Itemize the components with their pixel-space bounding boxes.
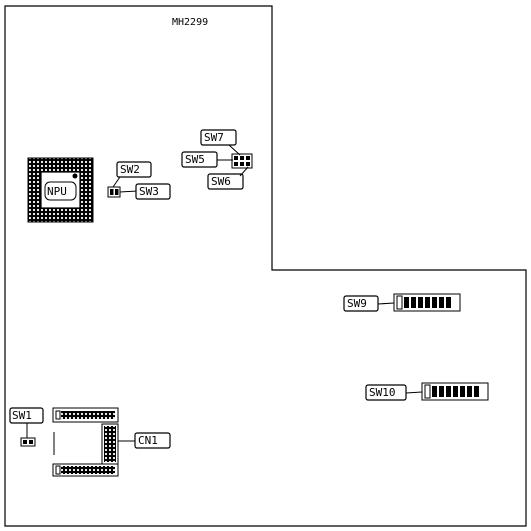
label-sw5: SW5 — [181, 151, 218, 168]
leader-sw10 — [405, 391, 423, 394]
label-sw1-text: SW1 — [12, 409, 32, 422]
label-cn1: CN1 — [134, 432, 171, 449]
board-outline — [4, 5, 527, 527]
npu-chip: NPU — [27, 157, 94, 223]
connector-bottom-strip — [52, 463, 119, 477]
label-sw1: SW1 — [9, 407, 44, 424]
npu-label: NPU — [47, 185, 67, 198]
label-sw2: SW2 — [116, 161, 152, 178]
jumper-sw2-sw3 — [107, 186, 121, 198]
leader-sw3 — [119, 190, 138, 193]
label-sw5-text: SW5 — [185, 153, 205, 166]
label-sw6-text: SW6 — [211, 175, 231, 188]
board-model-title: MH2299 — [172, 17, 208, 28]
label-sw3-text: SW3 — [139, 185, 159, 198]
leader-sw7 — [228, 144, 241, 156]
connector-cn1 — [101, 423, 119, 465]
label-sw9-text: SW9 — [347, 297, 367, 310]
label-sw7-text: SW7 — [204, 131, 224, 144]
label-cn1-text: CN1 — [138, 434, 158, 447]
leader-sw6 — [239, 166, 249, 177]
label-sw3: SW3 — [135, 183, 171, 200]
label-sw6: SW6 — [207, 173, 244, 190]
label-sw7: SW7 — [200, 129, 237, 146]
leader-sw9 — [377, 302, 395, 305]
dip-switch-sw10 — [421, 382, 489, 401]
connector-top-strip — [52, 407, 119, 423]
jumper-sw5-sw6-sw7 — [231, 153, 253, 169]
label-sw10: SW10 — [365, 384, 407, 401]
dip-switch-sw9 — [393, 293, 461, 312]
label-sw10-text: SW10 — [369, 386, 396, 399]
label-sw9: SW9 — [343, 295, 379, 312]
pin1-marker-icon — [72, 173, 78, 179]
label-sw2-text: SW2 — [120, 163, 140, 176]
jumper-sw1 — [20, 437, 36, 447]
